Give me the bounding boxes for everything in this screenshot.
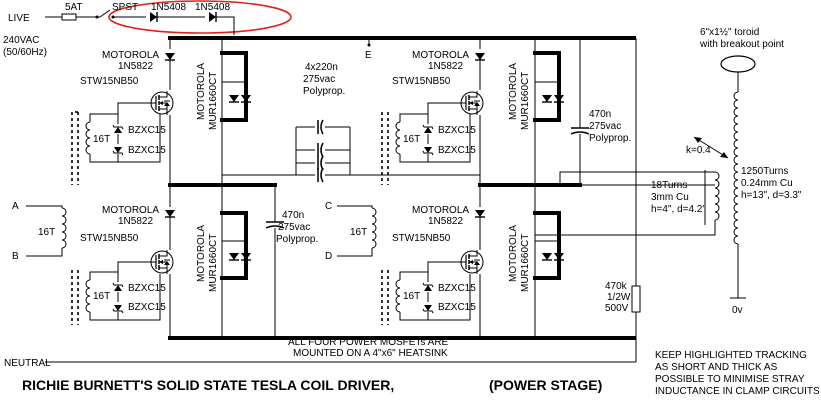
left-c470-value: 470n (282, 210, 304, 221)
tracking-note-line2: AS SHORT AND THICK AS (655, 362, 778, 373)
rb-zener1-label: BZXC15 (438, 283, 476, 294)
lt-fast-diode-vert: MUR1660CT (208, 72, 219, 130)
page-title: RICHIE BURNETT'S SOLID STATE TESLA COIL … (22, 377, 394, 393)
left-bridge (26, 38, 285, 338)
input-c-label: C (325, 201, 332, 212)
heatsink-note-line1: ALL FOUR POWER MOSFETs ARE (288, 337, 449, 348)
lb-zener1-label: BZXC15 (128, 283, 166, 294)
lb-mosfet-label: STW15NB50 (80, 233, 139, 244)
rt-turns-label: 16T (403, 134, 420, 145)
rt-schottky-label: 1N5822 (428, 61, 463, 72)
bank-qty-label: 4x220n (305, 62, 338, 73)
diode-a-label: 1N5408 (151, 2, 186, 13)
rb-maker-label: MOTOROLA (412, 205, 469, 216)
lt-maker-label: MOTOROLA (102, 50, 159, 61)
lt-schottky-label: 1N5822 (118, 61, 153, 72)
ground-label: 0v (732, 305, 743, 316)
voltage-label: 240VAC (3, 35, 40, 46)
rt-mosfet-label: STW15NB50 (392, 76, 451, 87)
primary-wire-label: 3mm Cu (651, 192, 689, 203)
rb-zener2-label: BZXC15 (438, 302, 476, 313)
tracking-note-line4: INDUCTANCE IN CLAMP CIRCUITS (655, 386, 820, 397)
rb-maker-vert: MOTOROLA (508, 225, 519, 282)
primary-turns-label: 18Turns (651, 180, 687, 191)
right-c470-type: Polyprop. (589, 133, 631, 144)
right-c470-rating: 275vac (589, 121, 621, 132)
input-b-label: B (12, 251, 19, 262)
rb-mosfet-label: STW15NB50 (392, 233, 451, 244)
rt-maker-vert: MOTOROLA (508, 63, 519, 120)
tracking-note-line1: KEEP HIGHLIGHTED TRACKING (655, 350, 807, 361)
rt-zener2-label: BZXC15 (438, 145, 476, 156)
input-d-label: D (325, 251, 332, 262)
diode-b-label: 1N5408 (195, 2, 230, 13)
fuse-label: 5AT (65, 2, 83, 13)
page-subtitle: (POWER STAGE) (489, 377, 602, 393)
lt-maker-vert: MOTOROLA (196, 63, 207, 120)
heatsink-note-line2: MOUNTED ON A 4"x6" HEATSINK (293, 348, 448, 359)
rt-fast-diode-vert: MUR1660CT (520, 72, 531, 130)
lb-turns-label: 16T (93, 291, 110, 302)
bleeder-value-label: 470k (605, 281, 628, 292)
lt-turns-label: 16T (93, 134, 110, 145)
left-c470-type: Polyprop. (276, 234, 318, 245)
highlight-ellipse (108, 0, 292, 34)
right-input-turns: 16T (350, 227, 367, 238)
lb-zener2-label: BZXC15 (128, 302, 166, 313)
secondary-dims-label: h=13", d=3.3" (741, 190, 802, 201)
secondary-wire-label: 0.24mm Cu (741, 178, 793, 189)
toroid-note-label: with breakout point (699, 39, 784, 50)
coupling-label: k=0.4 (686, 145, 711, 156)
lb-maker-vert: MOTOROLA (196, 225, 207, 282)
capacitor-bank (222, 119, 480, 183)
bank-type-label: Polyprop. (303, 86, 345, 97)
lb-schottky-label: 1N5822 (118, 216, 153, 227)
right-c470-value: 470n (589, 109, 611, 120)
rt-maker-label: MOTOROLA (412, 50, 469, 61)
input-a-label: A (12, 201, 19, 212)
left-input-turns: 16T (38, 227, 55, 238)
primary-dims-label: h=4", d=4.2" (651, 204, 706, 215)
output-section (535, 55, 756, 338)
right-bridge (337, 38, 590, 338)
supply-section (45, 9, 636, 363)
left-c470-rating: 275vac (278, 222, 310, 233)
lt-zener2-label: BZXC15 (128, 145, 166, 156)
live-label: LIVE (8, 13, 30, 24)
switch-label: SPST (112, 2, 138, 13)
lb-fast-diode-vert: MUR1660CT (208, 234, 219, 292)
frequency-label: (50/60Hz) (3, 47, 47, 58)
neutral-label: NEUTRAL (4, 358, 51, 369)
rt-zener1-label: BZXC15 (438, 125, 476, 136)
bleeder-voltage-label: 500V (605, 303, 629, 314)
bleeder-power-label: 1/2W (607, 292, 631, 303)
rb-schottky-label: 1N5822 (428, 216, 463, 227)
tracking-note-line3: POSSIBLE TO MINIMISE STRAY (655, 374, 805, 385)
bank-rating-label: 275vac (303, 74, 335, 85)
toroid-size-label: 6"x1½" toroid (700, 27, 759, 38)
secondary-turns-label: 1250Turns (741, 166, 788, 177)
earth-label: E (365, 50, 372, 61)
rb-fast-diode-vert: MUR1660CT (520, 234, 531, 292)
lt-mosfet-label: STW15NB50 (80, 76, 139, 87)
rb-turns-label: 16T (403, 291, 420, 302)
lb-maker-label: MOTOROLA (102, 205, 159, 216)
lt-zener1-label: BZXC15 (128, 125, 166, 136)
